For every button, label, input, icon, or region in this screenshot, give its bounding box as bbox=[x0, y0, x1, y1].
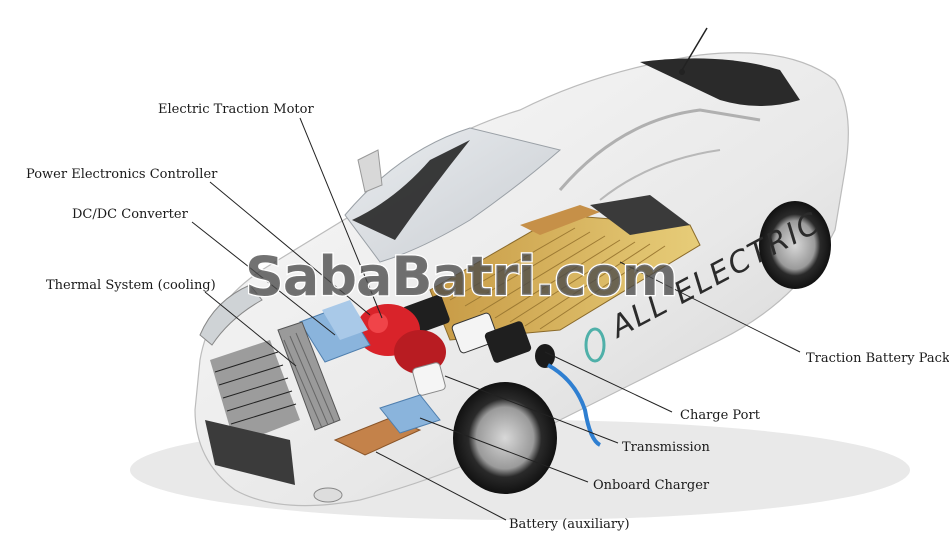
label-transmission: Transmission bbox=[622, 440, 710, 455]
leader-power-electronics-controller bbox=[209, 181, 371, 316]
converter-top bbox=[322, 300, 368, 340]
leader-thermal-system bbox=[204, 291, 297, 367]
interior-frame-2 bbox=[599, 149, 721, 201]
interior-frame bbox=[558, 108, 761, 191]
leader-dc-dc-converter bbox=[191, 221, 336, 336]
label-battery-auxiliary: Battery (auxiliary) bbox=[509, 517, 630, 532]
interior-shadow bbox=[352, 140, 470, 240]
antenna-base bbox=[679, 69, 685, 75]
leader-transmission bbox=[444, 375, 619, 444]
controller-box bbox=[484, 321, 532, 363]
label-thermal-system: Thermal System (cooling) bbox=[46, 278, 216, 293]
watermark-text: SabaBatri.com bbox=[245, 245, 677, 308]
ev-components bbox=[277, 195, 701, 456]
leader-battery-auxiliary bbox=[375, 451, 507, 521]
headlight bbox=[199, 284, 263, 346]
label-traction-battery-pack: Traction Battery Pack bbox=[806, 351, 949, 366]
charge-cable bbox=[547, 363, 602, 447]
leader-onboard-charger bbox=[419, 417, 589, 483]
front-wheel bbox=[453, 382, 557, 494]
label-dc-dc-converter: DC/DC Converter bbox=[72, 207, 189, 222]
leader-lines bbox=[191, 117, 801, 521]
charge-port-socket bbox=[535, 344, 555, 368]
battery-module-top bbox=[520, 205, 600, 235]
thermal-radiator bbox=[277, 321, 341, 431]
brand-logo-ring bbox=[584, 327, 606, 363]
radiator-fins bbox=[283, 332, 335, 429]
leader-traction-battery-pack bbox=[619, 261, 801, 353]
label-electric-traction-motor: Electric Traction Motor bbox=[158, 102, 314, 117]
side-mirror bbox=[357, 149, 383, 193]
battery-cell-stripes bbox=[449, 227, 666, 330]
leader-charge-port bbox=[544, 351, 673, 413]
battery-module-dark bbox=[590, 195, 690, 235]
label-onboard-charger: Onboard Charger bbox=[593, 478, 710, 493]
callout-labels: Electric Traction Motor Power Electronic… bbox=[26, 102, 949, 532]
leader-electric-traction-motor bbox=[299, 117, 383, 319]
onboard-charger-unit bbox=[379, 394, 441, 434]
rear-wheel bbox=[759, 201, 831, 289]
inverter-box bbox=[451, 312, 499, 354]
fog-light bbox=[313, 487, 343, 503]
antenna bbox=[681, 27, 708, 71]
label-power-electronics-controller: Power Electronics Controller bbox=[26, 167, 218, 182]
front-grille bbox=[205, 340, 300, 485]
coolant-reservoir bbox=[412, 362, 446, 396]
label-charge-port: Charge Port bbox=[680, 408, 761, 423]
